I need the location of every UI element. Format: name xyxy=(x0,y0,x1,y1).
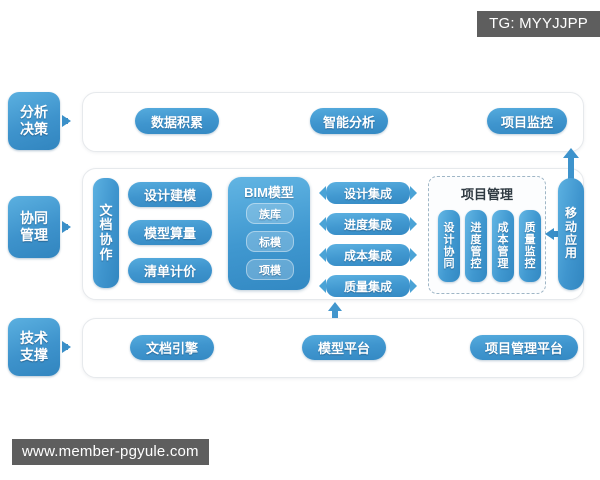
website-watermark-badge: www.member-pgyule.com xyxy=(12,439,209,465)
category-label-line2: 管理 xyxy=(20,227,48,243)
node-design-coordination[interactable]: 设 计 协 同 xyxy=(438,210,460,282)
vertical-char: 成 xyxy=(497,221,509,234)
node-model-platform[interactable]: 模型平台 xyxy=(302,335,386,360)
node-quality-integration[interactable]: 质量集成 xyxy=(319,275,417,297)
node-bim-standard-model[interactable]: 标模 xyxy=(246,231,294,252)
category-label-line2: 支撑 xyxy=(20,347,48,363)
vertical-char: 动 xyxy=(564,219,577,234)
vertical-char: 进 xyxy=(470,221,482,234)
node-schedule-control[interactable]: 进 度 管 控 xyxy=(465,210,487,282)
node-bim-family-library[interactable]: 族库 xyxy=(246,203,294,224)
vertical-char: 设 xyxy=(443,221,455,234)
vertical-char: 作 xyxy=(99,246,113,262)
node-cost-management[interactable]: 成 本 管 理 xyxy=(492,210,514,282)
vertical-char: 度 xyxy=(470,233,482,246)
arrow-right-icon-technical xyxy=(62,341,71,353)
node-model-quantity[interactable]: 模型算量 xyxy=(128,220,212,245)
category-tile-collaboration-management: 协同 管理 xyxy=(8,196,60,258)
vertical-char: 移 xyxy=(564,206,577,221)
arrow-up-icon-mobile xyxy=(563,148,579,158)
connector-stem-mobile xyxy=(568,156,574,180)
connector-stem-platform xyxy=(332,311,338,319)
architecture-diagram: 分析 决策 协同 管理 技术 支撑 数据积累 智能分析 项目监控 文 档 协 作… xyxy=(0,70,600,400)
bim-model-title: BIM模型 xyxy=(244,185,294,200)
node-mobile-application[interactable]: 移 动 应 用 xyxy=(558,178,584,290)
vertical-char: 用 xyxy=(564,246,577,261)
category-label-line1: 协同 xyxy=(20,210,48,227)
vertical-char: 文 xyxy=(99,202,113,218)
vertical-char: 控 xyxy=(524,258,536,271)
category-label-line2: 决策 xyxy=(20,121,48,137)
project-management-title: 项目管理 xyxy=(460,187,513,202)
vertical-char: 档 xyxy=(99,217,113,233)
vertical-char: 监 xyxy=(524,246,536,258)
vertical-char: 同 xyxy=(443,258,455,271)
arrow-right-icon-analysis xyxy=(62,115,71,127)
node-document-collaboration[interactable]: 文 档 协 作 xyxy=(93,178,119,288)
vertical-char: 量 xyxy=(524,233,536,246)
vertical-char: 计 xyxy=(443,233,455,246)
node-schedule-integration[interactable]: 进度集成 xyxy=(319,213,417,235)
node-boq-pricing[interactable]: 清单计价 xyxy=(128,258,212,283)
arrow-right-icon-collaboration xyxy=(62,221,71,233)
vertical-char: 协 xyxy=(443,246,455,258)
group-bim-model[interactable]: BIM模型 族库 标模 项模 xyxy=(228,177,310,290)
node-design-modeling[interactable]: 设计建模 xyxy=(128,182,212,207)
node-design-integration[interactable]: 设计集成 xyxy=(319,182,417,204)
arrow-up-icon-platform xyxy=(328,302,342,311)
node-quality-supervision[interactable]: 质 量 监 控 xyxy=(519,210,541,282)
group-project-management: 项目管理 设 计 协 同 进 度 管 控 成 本 管 理 质 量 监 控 xyxy=(428,176,546,294)
telegram-watermark-badge: TG: MYYJJPP xyxy=(477,11,600,37)
node-project-management-platform[interactable]: 项目管理平台 xyxy=(470,335,578,360)
vertical-char: 本 xyxy=(497,233,509,246)
vertical-char: 管 xyxy=(470,246,482,258)
vertical-char: 应 xyxy=(564,233,577,247)
vertical-char: 控 xyxy=(470,258,482,271)
category-label-line1: 技术 xyxy=(20,330,48,347)
node-intelligent-analysis[interactable]: 智能分析 xyxy=(310,108,388,134)
category-tile-analysis-decision: 分析 决策 xyxy=(8,92,60,150)
category-tile-technical-support: 技术 支撑 xyxy=(8,318,60,376)
node-bim-project-model[interactable]: 项模 xyxy=(246,259,294,280)
vertical-char: 管 xyxy=(497,246,509,258)
node-project-monitoring[interactable]: 项目监控 xyxy=(487,108,567,134)
node-document-engine[interactable]: 文档引擎 xyxy=(130,335,214,360)
vertical-char: 理 xyxy=(497,258,509,271)
vertical-char: 质 xyxy=(524,221,536,234)
vertical-char: 协 xyxy=(99,232,113,247)
arrow-left-icon-mobile xyxy=(545,228,560,240)
node-data-accumulation[interactable]: 数据积累 xyxy=(135,108,219,134)
node-cost-integration[interactable]: 成本集成 xyxy=(319,244,417,266)
category-label-line1: 分析 xyxy=(20,104,48,121)
